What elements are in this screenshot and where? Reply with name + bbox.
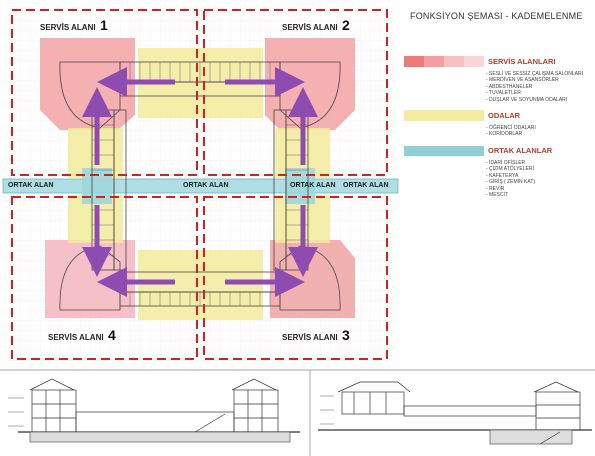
left-section (0, 369, 595, 456)
legend-item: - ABDESTHANELER (486, 83, 533, 90)
legend-heading-common: ORTAK ALANLAR (488, 146, 553, 155)
legend-list-common: - İDARİ OFİSLER - ÇİZİM ATÖLYELERİ - KAF… (486, 160, 535, 198)
flow-arrows (82, 67, 318, 297)
ortak-label-3: ORTAK ALAN (290, 182, 336, 189)
legend-swatch-service-1 (404, 56, 424, 67)
zone-1-text: SERVİS ALANI (40, 23, 96, 32)
zone-border-2 (203, 9, 388, 176)
legend-heading-service: SERVİS ALANLARI (488, 57, 556, 66)
legend-item: - KORİDORLAR (486, 131, 523, 138)
service-zone-2 (265, 38, 355, 130)
zone-2-number: 2 (342, 17, 350, 33)
legend-item: - MERDİVEN VE ASANSÖRLER (486, 77, 559, 84)
rooms-bottom (138, 250, 263, 320)
zone-3-label: SERVİS ALANI 3 (282, 327, 350, 345)
zone-borders (11, 9, 388, 360)
zone-3-text: SERVİS ALANI (282, 333, 338, 342)
diagram-title: FONKSİYON ŞEMASI - KADEMELENME (410, 11, 583, 21)
zone-4-label: SERVİS ALANI 4 (48, 327, 116, 345)
ortak-label-1: ORTAK ALAN (8, 182, 54, 189)
service-zone-4 (45, 240, 135, 318)
zone-1-number: 1 (100, 17, 108, 33)
right-section (318, 381, 592, 445)
legend-item: - TUVALETLER (486, 90, 521, 97)
zone-border-4 (11, 196, 198, 360)
zone-4-text: SERVİS ALANI (48, 333, 104, 342)
zone-3-number: 3 (342, 327, 350, 343)
legend-swatch-service-4 (464, 56, 484, 67)
legend-item: - MESCİT (486, 192, 508, 199)
legend-swatch-service-3 (444, 56, 464, 67)
legend-swatch-service-2 (424, 56, 444, 67)
legend-item: - ÖĞRENCİ ODALARI (486, 125, 536, 131)
legend-item: - ÇİZİM ATÖLYELERİ (486, 166, 534, 173)
zone-border-3 (203, 196, 388, 360)
legend-swatches (404, 56, 484, 156)
legend-swatch-common (404, 146, 484, 156)
legend-item: - SESLİ VE SESSİZ ÇALIŞMA SALONLARI (486, 71, 583, 77)
legend-list-rooms: - ÖĞRENCİ ODALARI - KORİDORLAR (486, 125, 536, 138)
legend-item: - DUŞLAR VE SOYUNMA ODALARI (486, 96, 568, 103)
service-zone-3 (270, 240, 355, 318)
legend-item: - KAFETERYA (486, 172, 519, 179)
legend-swatch-rooms (404, 110, 484, 121)
legend-list-service: - SESLİ VE SESSİZ ÇALIŞMA SALONLARI - ME… (486, 71, 583, 103)
zone-border-1 (11, 9, 198, 176)
ortak-label-4: ORTAK ALAN (343, 182, 389, 189)
common-node-left (82, 168, 112, 204)
legend-item: - REVİR (486, 185, 505, 192)
zone-2-label: SERVİS ALANI 2 (282, 17, 350, 35)
zone-1-label: SERVİS ALANI 1 (40, 17, 108, 35)
legend-item: - GİRİŞ ( ZEMİN KAT) (486, 179, 536, 186)
zone-4-number: 4 (108, 327, 116, 343)
ortak-label-2: ORTAK ALAN (183, 182, 229, 189)
zone-2-text: SERVİS ALANI (282, 23, 338, 32)
room-subdivisions (92, 62, 308, 306)
legend-heading-rooms: ODALAR (488, 111, 521, 120)
legend-item: - İDARİ OFİSLER (486, 160, 526, 166)
